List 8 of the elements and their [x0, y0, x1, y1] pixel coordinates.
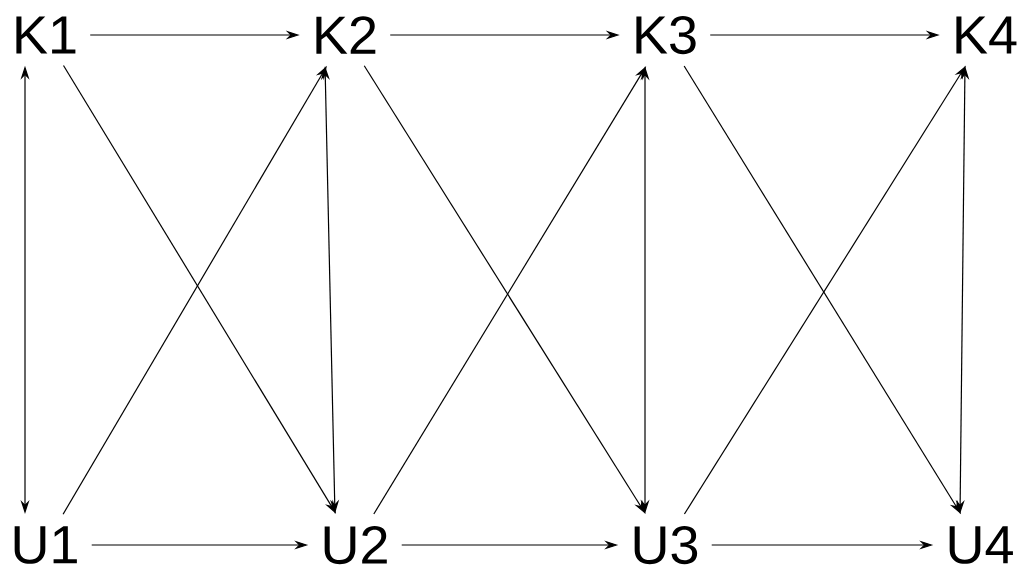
node-label: K4 [956, 16, 1017, 54]
node-label: U2 [324, 525, 387, 565]
node-label: U4 [949, 526, 1013, 564]
node-label: K1 [16, 16, 76, 54]
node-label: K3 [636, 15, 696, 55]
node-label: U3 [634, 525, 698, 565]
node-label: K2 [316, 16, 376, 54]
node-label: U1 [14, 526, 77, 564]
